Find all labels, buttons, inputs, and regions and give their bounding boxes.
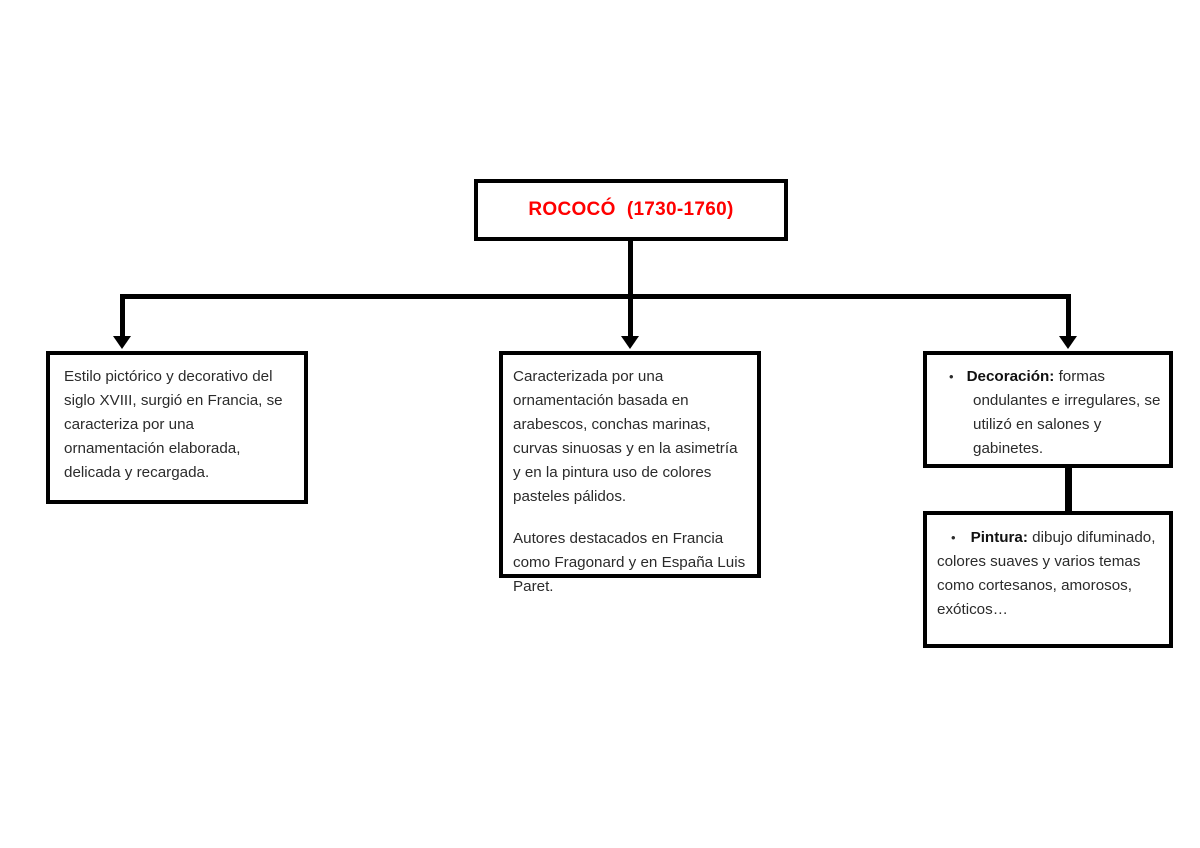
connector-drop-right — [1066, 294, 1071, 338]
arrowhead-left — [113, 336, 131, 349]
node-estilo: Estilo pictórico y decorativo del siglo … — [46, 351, 308, 504]
node-pintura: • Pintura: dibujo difuminado, colores sua… — [923, 511, 1173, 648]
connector-title-stem — [628, 241, 633, 298]
arrowhead-right — [1059, 336, 1077, 349]
node-caracterizada: Caracterizada por una ornamentación basa… — [499, 351, 761, 595]
node-pintura-label: Pintura: — [970, 529, 1028, 546]
connector-decoracion-to-pintura — [1065, 468, 1072, 511]
node-decoracion: • Decoración: formas ondulantes e irregul… — [923, 351, 1173, 468]
bullet-icon: • — [949, 369, 954, 384]
connector-drop-center — [628, 294, 633, 338]
arrowhead-center — [621, 336, 639, 349]
node-caracterizada-paragraph-1: Caracterizada por una ornamentación basa… — [513, 368, 738, 505]
node-caracterizada-paragraph-2: Autores destacados en Francia como Frago… — [513, 530, 746, 595]
connector-drop-left — [120, 294, 125, 338]
node-decoracion-label: Decoración: — [966, 368, 1055, 385]
node-decoracion-text: formas ondulantes e irregulares, se util… — [973, 368, 1161, 457]
node-title-label: ROCOCÓ (1730-1760) — [528, 199, 734, 220]
node-decoracion-bullet: • Decoración: formas ondulantes e irregul… — [935, 365, 1161, 461]
node-estilo-text: Estilo pictórico y decorativo del siglo … — [64, 368, 283, 481]
node-pintura-bullet: • Pintura: dibujo difuminado, colores sua… — [937, 526, 1161, 622]
bullet-icon: • — [951, 530, 956, 545]
node-title: ROCOCÓ (1730-1760) — [474, 179, 788, 241]
node-pintura-text: dibujo difuminado, colores suaves y vari… — [937, 529, 1156, 618]
connector-horizontal-bus — [120, 294, 1071, 299]
